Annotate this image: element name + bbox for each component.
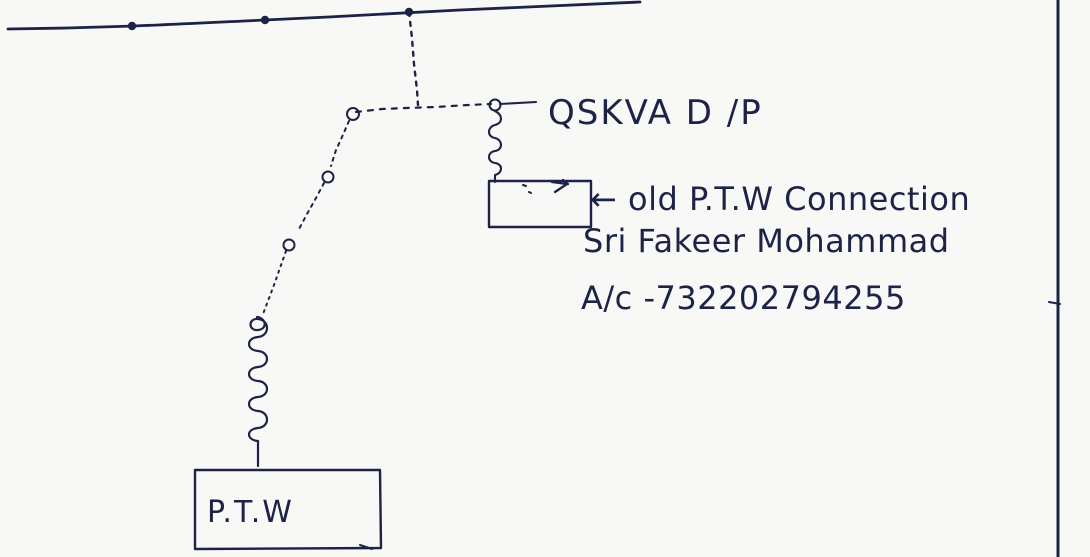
pole-node-1 [346, 107, 360, 121]
horizontal-branch-line [354, 102, 493, 114]
pole-marker-2 [260, 15, 270, 25]
right-border [1048, 0, 1061, 557]
pole-marker-1 [127, 21, 137, 31]
overhead-main-line [6, 0, 642, 31]
right-service-line [487, 98, 538, 184]
old-ptw-box [487, 178, 593, 229]
consumer-name: Sri Fakeer Mohammad [583, 222, 950, 260]
account-number: A/c -732202794255 [581, 279, 906, 317]
ptw-box [193, 468, 383, 551]
line-label: QSKVA D /P [548, 93, 763, 133]
vertical-tap-line [407, 10, 420, 107]
pole-node-3 [282, 238, 296, 252]
left-service-coil [247, 315, 269, 468]
pole-node-2 [321, 170, 335, 184]
old-connection-label: ← old P.T.W Connection [590, 180, 970, 218]
left-feeder-line [262, 107, 360, 315]
ptw-label: P.T.W [207, 495, 294, 530]
